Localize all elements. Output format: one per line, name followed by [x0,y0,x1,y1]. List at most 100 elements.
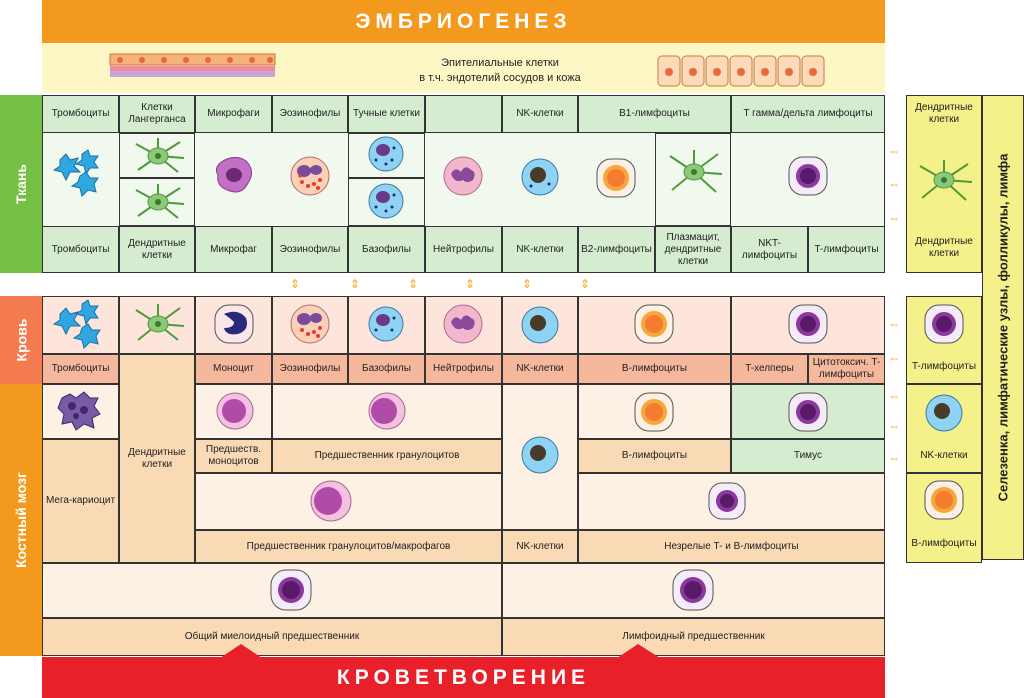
tissue-bottom-label: Базофилы [348,226,425,273]
blood-label: T-хелперы [731,354,808,384]
tissue-top-label [425,95,502,133]
organ-exchange-arrow-icon: ⇔ [888,389,900,403]
exchange-arrow-icon: ⇕ [408,277,419,291]
mono-precursor-label: Предшеств. моноцитов [195,439,272,473]
basophil-icon [368,183,404,219]
blood-label: Эозинофилы [272,354,348,384]
hematopoiesis-title: КРОВЕТВОРЕНИЕ [336,665,591,689]
neutrophil-icon [443,156,483,196]
tissue-top-label: Тучные клетки [348,95,425,133]
organ-t-label: T-лимфоциты [911,361,977,372]
myeloid-precursor-icon [270,569,312,611]
lymphoid-label: Лимфоидный предшественник [502,618,885,656]
tissue-side-label: Ткань [0,95,42,273]
blood-label: Тромбоциты [42,354,119,384]
marrow-b-icon [634,392,674,432]
tissue-top-label: T гамма/дельта лимфоциты [731,95,885,133]
blood-eosinophil-icon [290,304,330,344]
tissue-label-text: Ткань [13,164,29,204]
blood-basophil-icon [368,306,404,342]
blood-dendritic-icon [135,304,185,341]
tissue-bottom-label: T-лимфоциты [808,226,885,273]
organ-exchange-arrow-icon: ⇔ [888,144,900,158]
tissue-bottom-label: Нейтрофилы [425,226,502,273]
organ-dendritic-bottom-label: Дендритные клетки [915,236,973,259]
organ-exchange-arrow-icon: ⇔ [888,419,900,433]
marrow-nk-icon [521,436,559,474]
marrow-dendritic-label: Дендритные клетки [119,354,195,563]
blood-label-text: Кровь [13,318,29,362]
plasma-dendritic-icon [669,150,723,193]
organs-label-text: Селезенка, лимфатические узлы, фолликулы… [995,153,1011,502]
tissue-top-label: Тромбоциты [42,95,119,133]
megakaryocyte-icon [57,391,101,431]
hematopoiesis-banner: КРОВЕТВОРЕНИЕ [42,657,885,698]
epithelium-label: Эпителиальные клетки в т.ч. эндотелий со… [290,56,710,86]
tissue-bottom-label: Тромбоциты [42,226,119,273]
epithelium-line1: Эпителиальные клетки [441,57,559,69]
organ-nk-icon [925,394,963,432]
tissue-bottom-label: NK-клетки [502,226,578,273]
dendritic-cell-icon [135,184,185,219]
hematopoiesis-notches [220,644,660,658]
tissue-bottom-label: Эозинофилы [272,226,348,273]
organ-exchange-arrow-icon: ⇔ [888,351,900,365]
gm-precursor-label: Предшественник гранулоцитов/макрофагов [195,530,502,563]
blood-side-label: Кровь [0,296,42,384]
langerhans-cell-icon [135,138,185,173]
blood-cell-box [42,296,119,354]
tissue-top-label: NK-клетки [502,95,578,133]
marrow-label-text: Костный мозг [13,472,30,568]
organ-b-icon [924,480,964,520]
organ-b-label: B-лимфоциты [911,538,977,549]
columnar-epithelium-icon [657,55,825,87]
embryogenesis-title: ЭМБРИОГЕНЕЗ [355,9,572,33]
immature-label: Незрелые T- и B-лимфоциты [578,530,885,563]
organ-dendritic-label: Дендритные клетки [915,102,973,125]
lymphoid-precursor-icon [672,569,714,611]
gm-precursor-icon [310,480,352,522]
blood-label: Нейтрофилы [425,354,502,384]
organ-exchange-arrow-icon: ⇔ [888,177,900,191]
t-helper-icon [788,304,828,344]
gamma-delta-t-icon [788,156,828,196]
organ-nk-label: NK-клетки [920,450,968,461]
organ-exchange-arrow-icon: ⇔ [888,451,900,465]
tissue-top-label: Эозинофилы [272,95,348,133]
immature-lymphocyte-icon [708,482,746,520]
blood-label: Моноцит [195,354,272,384]
embryogenesis-banner: ЭМБРИОГЕНЕЗ [42,0,885,43]
megakaryocyte-label: Мега-кариоцит [42,439,119,563]
organ-exchange-arrow-icon: ⇔ [888,211,900,225]
tissue-bottom-label: Микрофаг [195,226,272,273]
tissue-bottom-label: Дендритные клетки [119,226,195,273]
marrow-side-label: Костный мозг [0,384,42,656]
organs-side-label: Селезенка, лимфатические узлы, фолликулы… [982,95,1024,560]
blood-nk-icon [521,306,559,344]
epithelium-line2: в т.ч. эндотелий сосудов и кожа [419,72,581,84]
blood-label: NK-клетки [502,354,578,384]
marrow-nk-label: NK-клетки [502,530,578,563]
eosinophil-icon [290,156,330,196]
exchange-arrow-icon: ⇕ [350,277,361,291]
exchange-arrow-icon: ⇕ [522,277,533,291]
blood-platelets-icon [52,299,101,349]
exchange-arrow-icon: ⇕ [580,277,591,291]
blood-label: Базофилы [348,354,425,384]
tissue-top-label: Клетки Лангерганса [119,95,195,133]
marrow-b-label: B-лимфоциты [578,439,731,473]
gran-precursor-icon [368,392,406,430]
b2-lymphocyte-icon [596,158,636,198]
macrophage-icon [215,157,252,193]
gran-precursor-label: Предшественник гранулоцитов [272,439,502,473]
organ-dendritic-icon [919,160,973,201]
tissue-top-label: B1-лимфоциты [578,95,731,133]
mast-cell-icon [368,136,404,172]
monocyte-icon [214,304,254,344]
blood-neutrophil-icon [443,304,483,344]
thymus-t-icon [788,392,828,432]
tissue-bottom-label: NKT-лимфоциты [731,226,808,273]
platelets-icon [52,149,99,197]
blood-b-lymphocyte-icon [634,304,674,344]
tissue-top-label: Микрофаги [195,95,272,133]
